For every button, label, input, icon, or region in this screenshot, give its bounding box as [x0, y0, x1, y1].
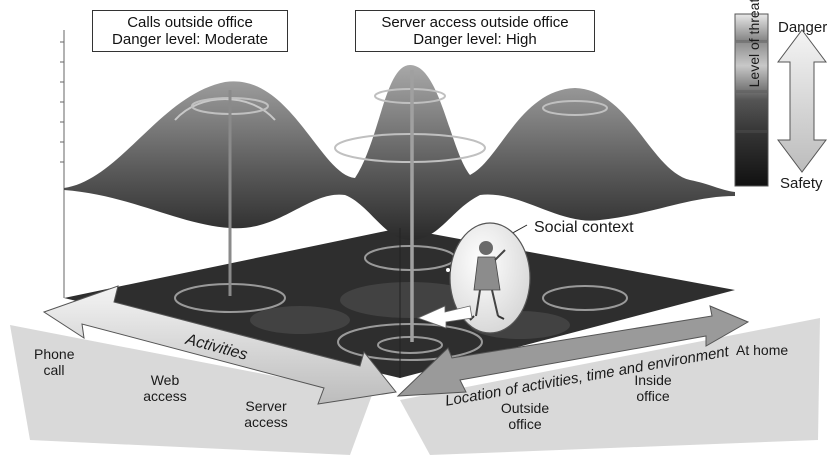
location-arrow — [396, 305, 750, 397]
social-context-label: Social context — [534, 219, 634, 236]
server-callout-level: Danger level: High — [413, 31, 537, 48]
scale-texture — [736, 40, 767, 133]
calls-callout: Calls outside office Danger level: Moder… — [92, 10, 288, 52]
server-callout: Server access outside office Danger leve… — [355, 10, 595, 52]
surface-contours — [191, 88, 608, 163]
calls-callout-level: Danger level: Moderate — [112, 31, 268, 48]
scale-danger-label: Danger — [778, 19, 828, 36]
activities-arrow — [42, 285, 397, 405]
location-at-home: At home — [736, 342, 789, 358]
context-arrow — [416, 305, 473, 329]
scale-axis-label: Level of threat — [746, 0, 762, 88]
calls-callout-title: Calls outside office — [127, 14, 253, 31]
woman-figure-icon — [469, 241, 506, 321]
threat-scale-bar — [734, 13, 769, 187]
location-outside-office: Outside office — [500, 400, 550, 432]
location-band — [400, 318, 820, 455]
threat-arrow — [777, 29, 827, 173]
server-callout-title: Server access outside office — [381, 14, 569, 31]
activity-web-access: Web access — [143, 372, 187, 404]
threat-surface — [64, 65, 735, 240]
activity-server-access: Server access — [244, 398, 288, 430]
activities-band — [10, 325, 372, 455]
axis-ticks — [60, 41, 64, 163]
scale-safety-label: Safety — [780, 175, 823, 192]
location-inside-office: Inside office — [634, 372, 672, 404]
activity-phone-call: Phone call — [34, 346, 75, 378]
